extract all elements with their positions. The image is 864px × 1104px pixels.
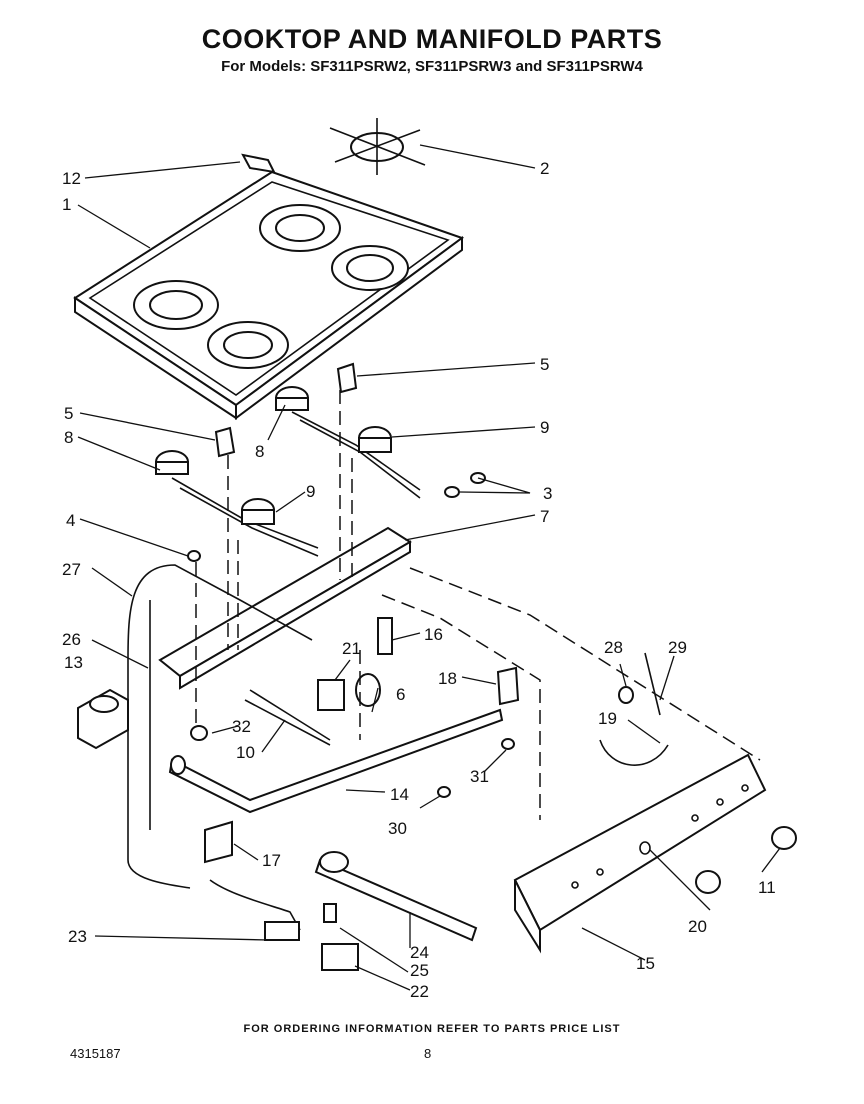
- callout-19: 19: [598, 709, 617, 728]
- wire-harness-19: [599, 739, 669, 766]
- right-burner-assembly: [275, 386, 421, 499]
- screw-4: [187, 550, 201, 562]
- callout-6: 6: [396, 685, 405, 704]
- callout-3: 3: [543, 484, 552, 503]
- callout-2: 2: [540, 159, 549, 178]
- callout-20: 20: [688, 917, 707, 936]
- callout-18: 18: [438, 669, 457, 688]
- oven-burner-assembly: [209, 851, 478, 971]
- spacer-32: [190, 725, 208, 741]
- callout-11: 11: [758, 878, 776, 897]
- cooktop-panel: [73, 170, 465, 420]
- gas-tube: [127, 564, 313, 889]
- callout-21: 21: [342, 639, 361, 658]
- burner-support-frame: [158, 526, 412, 690]
- callout-12: 12: [62, 169, 81, 188]
- callout-10: 10: [236, 743, 255, 762]
- callout-15: 15: [636, 954, 655, 973]
- callout-8-left: 8: [64, 428, 73, 447]
- mounting-bracket: [496, 666, 520, 706]
- callout-24: 24: [410, 943, 429, 962]
- ordering-note: FOR ORDERING INFORMATION REFER TO PARTS …: [243, 1023, 621, 1035]
- model-subtitle: For Models: SF311PSRW2, SF311PSRW3 and S…: [221, 58, 643, 75]
- callout-32: 32: [232, 717, 251, 736]
- callout-17: 17: [262, 851, 281, 870]
- callout-30: 30: [388, 819, 407, 838]
- manifold-panel-guides: [359, 567, 761, 820]
- burner-bracket-left: [214, 426, 236, 458]
- orifice-lower: [444, 486, 460, 498]
- screw-31: [501, 738, 515, 750]
- callout-31: 31: [470, 767, 489, 786]
- pressure-regulator: [77, 688, 129, 750]
- callout-29: 29: [668, 638, 687, 657]
- callout-leaders: [77, 144, 781, 991]
- spark-ignition-parts: [244, 617, 393, 746]
- left-burner-assembly: [155, 450, 319, 557]
- callout-9-left: 9: [306, 482, 315, 501]
- burner-grate: [329, 118, 426, 175]
- callout-5-right: 5: [540, 355, 549, 374]
- page-number: 8: [424, 1046, 432, 1061]
- control-knob-20: [695, 870, 721, 894]
- page-title: COOKTOP AND MANIFOLD PARTS: [201, 24, 663, 54]
- callout-4: 4: [66, 511, 75, 530]
- bracket-plate: [204, 820, 233, 864]
- callout-7: 7: [540, 507, 549, 526]
- callout-25: 25: [410, 961, 429, 980]
- manifold-control-panel: [513, 753, 767, 954]
- callout-13: 13: [64, 653, 83, 672]
- callout-9-right: 9: [540, 418, 549, 437]
- switch-28: [618, 686, 634, 704]
- control-knob-11: [771, 826, 797, 850]
- callout-27: 27: [62, 560, 81, 579]
- manifold-pipe: [168, 708, 504, 814]
- hinge-bracket: [241, 153, 276, 174]
- callout-8-right: 8: [255, 442, 264, 461]
- callout-5-left: 5: [64, 404, 73, 423]
- callout-16: 16: [424, 625, 443, 644]
- callout-23: 23: [68, 927, 87, 946]
- document-number: 4315187: [70, 1046, 121, 1061]
- callout-26: 26: [62, 630, 81, 649]
- wire-29: [644, 652, 661, 716]
- assembly-guide-lines: [195, 390, 353, 740]
- callout-28: 28: [604, 638, 623, 657]
- callout-22: 22: [410, 982, 429, 1001]
- callout-1: 1: [62, 195, 71, 214]
- manifold-end: [170, 755, 186, 775]
- screw-30: [437, 786, 451, 798]
- callout-14: 14: [390, 785, 409, 804]
- burner-bracket-right: [336, 362, 358, 394]
